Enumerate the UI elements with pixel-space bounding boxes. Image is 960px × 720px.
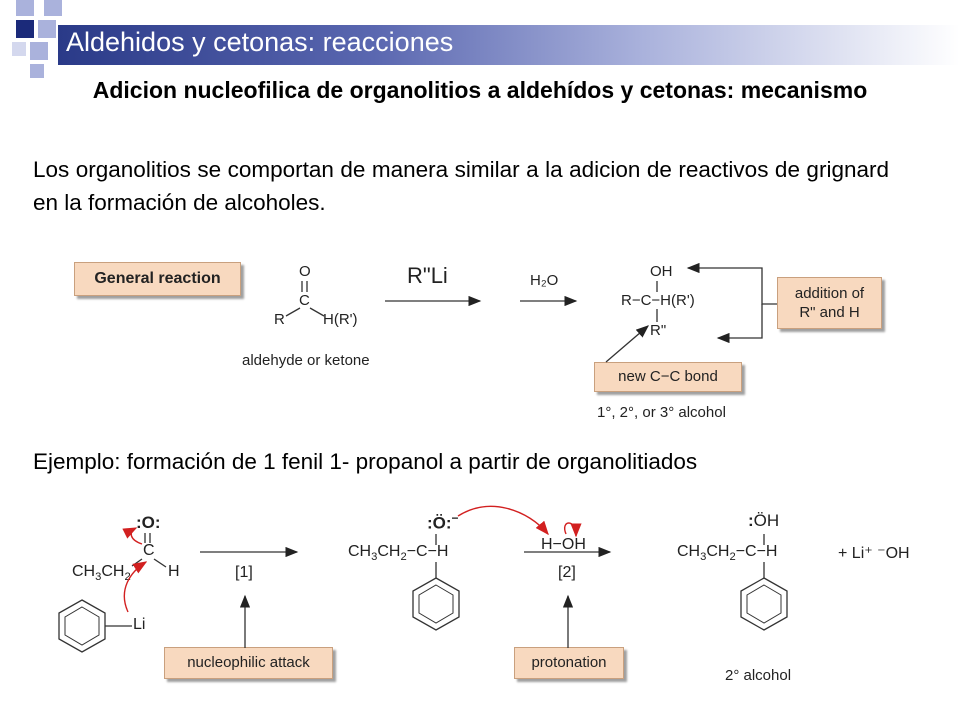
c-r-bond bbox=[285, 307, 301, 317]
deco-square-5 bbox=[30, 42, 48, 60]
general-reaction-label: General reaction bbox=[94, 270, 221, 287]
phenyl-ring-3 bbox=[740, 577, 788, 631]
phenyl-ring-1 bbox=[58, 599, 106, 653]
substrate-caption: aldehyde or ketone bbox=[242, 352, 370, 369]
intermediate-chain: CH3CH2−C−H bbox=[348, 543, 449, 564]
water-label: H₂O bbox=[530, 272, 559, 289]
intermediate-O: :Ö:− bbox=[427, 511, 459, 533]
attack-label: nucleophilic attack bbox=[187, 654, 310, 671]
mech-ethyl: CH3CH2 bbox=[72, 563, 131, 584]
title-bar bbox=[58, 25, 960, 65]
product2-caption: 2° alcohol bbox=[725, 667, 792, 684]
deco-square-7 bbox=[30, 64, 44, 78]
mech-c-h bbox=[153, 558, 167, 568]
byproducts: + Li⁺ ⁻OH bbox=[838, 545, 910, 562]
phenyl-ring-2 bbox=[412, 577, 460, 631]
addition-label-2: R" and H bbox=[799, 304, 860, 321]
step2-label: [2] bbox=[558, 564, 576, 581]
new-bond-label: new C−C bond bbox=[618, 368, 718, 385]
c-h-bond bbox=[309, 307, 325, 317]
example-text: Ejemplo: formación de 1 fenil 1- propano… bbox=[33, 449, 698, 474]
product2-OH: :ÖH bbox=[748, 511, 780, 530]
slide-title: Aldehidos y cetonas: reacciones bbox=[66, 27, 454, 57]
curved-arrow-co bbox=[122, 527, 143, 545]
addition-box: addition of R" and H bbox=[777, 277, 882, 329]
substrate-C: C bbox=[299, 292, 310, 309]
deco-square-4 bbox=[38, 20, 56, 38]
new-bond-arrow bbox=[605, 325, 649, 363]
deco-square-6 bbox=[12, 42, 26, 56]
product-R2: R" bbox=[650, 322, 667, 339]
deco-square-2 bbox=[44, 0, 62, 16]
protonation-label: protonation bbox=[531, 654, 607, 671]
product-OH: OH bbox=[650, 263, 673, 280]
product2-chain: CH3CH2−C−H bbox=[677, 543, 778, 564]
deco-square-1 bbox=[16, 0, 34, 16]
mech-c-ethyl bbox=[131, 558, 143, 567]
addition-label-1: addition of bbox=[794, 285, 865, 302]
phenyl-ring-1-inner bbox=[64, 606, 100, 646]
mech-O: :O: bbox=[136, 513, 161, 532]
mech-H: H bbox=[168, 563, 180, 580]
deco-square-3 bbox=[16, 20, 34, 38]
water-HOH: H−OH bbox=[541, 536, 586, 553]
mech-C: C bbox=[143, 542, 155, 559]
new-bond-box: new C−C bond bbox=[594, 362, 742, 392]
phenyl-ring-3-inner bbox=[746, 584, 782, 624]
product-R: R−C−H(R') bbox=[621, 292, 695, 309]
curved-arrow-attack bbox=[123, 561, 148, 613]
slide-heading: Adicion nucleofilica de organolitios a a… bbox=[92, 77, 868, 103]
addition-arrow-top bbox=[686, 262, 777, 305]
mech-Li: Li bbox=[133, 616, 146, 633]
substrate-R: R bbox=[274, 311, 285, 328]
curved-arrow-hoh bbox=[564, 522, 582, 538]
substrate-H: H(R') bbox=[323, 311, 358, 328]
protonation-box: protonation bbox=[514, 647, 624, 679]
body-paragraph: Los organolitios se comportan de manera … bbox=[33, 157, 889, 215]
curved-arrow-protonation bbox=[457, 505, 549, 536]
reagent-label: R"Li bbox=[407, 263, 448, 288]
product-caption: 1°, 2°, or 3° alcohol bbox=[597, 404, 726, 421]
general-reaction-box: General reaction bbox=[74, 262, 241, 296]
step1-label: [1] bbox=[235, 564, 253, 581]
attack-box: nucleophilic attack bbox=[164, 647, 333, 679]
addition-arrow-bottom bbox=[716, 304, 763, 344]
substrate-O: O bbox=[299, 263, 311, 280]
phenyl-ring-2-inner bbox=[418, 584, 454, 624]
